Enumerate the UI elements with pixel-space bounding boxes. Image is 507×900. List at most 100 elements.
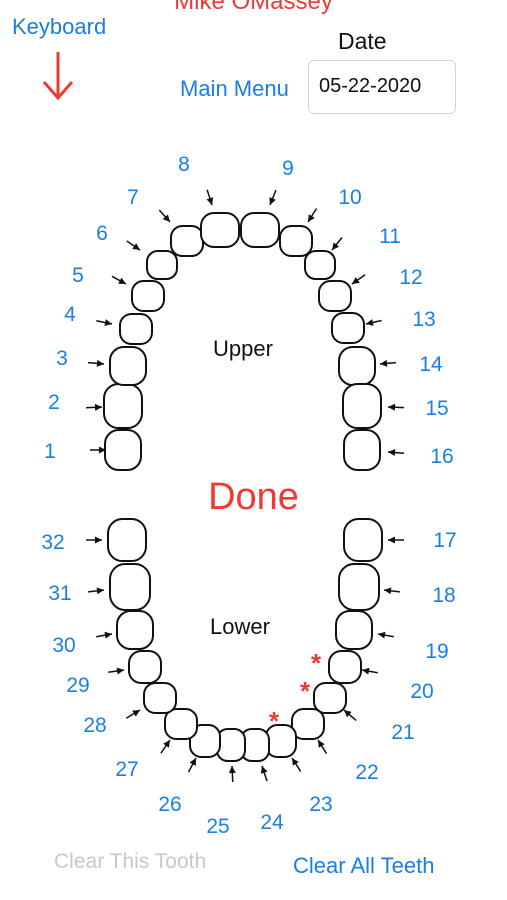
tooth-11[interactable]: 11: [304, 225, 401, 280]
tooth-number[interactable]: 1: [44, 440, 56, 463]
tooth-29-shape[interactable]: [128, 650, 162, 684]
tooth-19[interactable]: 19: [335, 610, 449, 663]
tooth-3[interactable]: 3: [56, 346, 147, 386]
tooth-14-shape[interactable]: [338, 346, 376, 386]
tooth-number[interactable]: 12: [399, 266, 422, 289]
tooth-number[interactable]: 22: [355, 761, 378, 784]
tooth-30-shape[interactable]: [116, 610, 154, 650]
tooth-2[interactable]: 2: [48, 383, 143, 429]
tooth-number[interactable]: 31: [48, 582, 71, 605]
tooth-27-shape[interactable]: [164, 708, 198, 740]
date-field[interactable]: 05-22-2020: [308, 60, 456, 114]
tooth-6-shape[interactable]: [146, 250, 178, 280]
tooth-number[interactable]: 2: [48, 391, 60, 414]
tooth-8-shape[interactable]: [200, 212, 240, 248]
tooth-1-shape[interactable]: [104, 429, 142, 471]
tooth-8[interactable]: 8: [178, 153, 240, 248]
tooth-number[interactable]: 15: [425, 397, 448, 420]
tooth-number[interactable]: 6: [96, 222, 108, 245]
tooth-number[interactable]: 5: [72, 264, 84, 287]
tooth-9[interactable]: 9: [240, 157, 294, 248]
tooth-number[interactable]: 32: [41, 531, 64, 554]
tooth-19-shape[interactable]: [335, 610, 373, 650]
tooth-number[interactable]: 19: [425, 640, 448, 663]
clear-tooth-button[interactable]: Clear This Tooth: [54, 850, 207, 873]
tooth-number[interactable]: 9: [282, 157, 294, 180]
tooth-7[interactable]: 7: [127, 186, 204, 257]
tooth-number[interactable]: 10: [338, 186, 361, 209]
tooth-3-shape[interactable]: [109, 346, 147, 386]
tooth-number[interactable]: 13: [412, 308, 435, 331]
tooth-number[interactable]: 23: [309, 793, 332, 816]
tooth-number[interactable]: 24: [260, 811, 284, 834]
tooth-9-shape[interactable]: [240, 212, 280, 248]
tooth-16-shape[interactable]: [343, 429, 381, 471]
tooth-22[interactable]: 22: [291, 708, 379, 784]
tooth-10-shape[interactable]: [279, 225, 313, 257]
tooth-31-shape[interactable]: [109, 563, 151, 611]
tooth-1[interactable]: 1: [44, 429, 142, 471]
tooth-15-shape[interactable]: [342, 383, 382, 429]
tooth-30[interactable]: 30: [52, 610, 154, 657]
tooth-28-shape[interactable]: [143, 682, 177, 714]
tooth-25[interactable]: 25: [206, 728, 246, 838]
tooth-number[interactable]: 11: [379, 225, 401, 248]
tooth-26[interactable]: 26: [158, 724, 221, 816]
tooth-17-shape[interactable]: [343, 518, 383, 562]
tooth-number[interactable]: 27: [115, 758, 138, 781]
tooth-25-shape[interactable]: [216, 728, 246, 762]
tooth-number[interactable]: 21: [391, 721, 414, 744]
tooth-15[interactable]: 15: [342, 383, 449, 429]
tooth-number[interactable]: 18: [432, 584, 455, 607]
arrowhead-icon: [388, 449, 396, 457]
tooth-number[interactable]: 17: [433, 529, 456, 552]
tooth-number[interactable]: 3: [56, 347, 68, 370]
tooth-17[interactable]: 17: [343, 518, 457, 562]
tooth-5[interactable]: 5: [72, 264, 165, 312]
tooth-11-shape[interactable]: [304, 250, 336, 280]
tooth-4[interactable]: 4: [64, 303, 153, 345]
tooth-13-shape[interactable]: [331, 312, 365, 344]
tooth-7-shape[interactable]: [170, 225, 204, 257]
tooth-number[interactable]: 14: [419, 353, 443, 376]
tooth-20-shape[interactable]: [328, 650, 362, 684]
clear-all-teeth-button[interactable]: Clear All Teeth: [293, 853, 435, 878]
tooth-12[interactable]: 12: [318, 266, 423, 312]
tooth-number[interactable]: 20: [410, 680, 433, 703]
tooth-28[interactable]: 28: [83, 682, 177, 737]
tooth-number[interactable]: 8: [178, 153, 190, 176]
tooth-21[interactable]: 21: [313, 682, 415, 744]
tooth-10[interactable]: 10: [279, 186, 362, 257]
tooth-31[interactable]: 31: [48, 563, 151, 611]
tooth-22-shape[interactable]: [291, 708, 325, 740]
tooth-13[interactable]: 13: [331, 308, 436, 344]
tooth-2-shape[interactable]: [103, 383, 143, 429]
tooth-26-shape[interactable]: [189, 724, 221, 758]
tooth-27[interactable]: 27: [115, 708, 198, 781]
tooth-number[interactable]: 4: [64, 303, 76, 326]
tooth-number[interactable]: 29: [66, 674, 89, 697]
tooth-18[interactable]: 18: [338, 563, 456, 611]
tooth-29[interactable]: 29: [66, 650, 162, 697]
tooth-24[interactable]: 24: [240, 728, 284, 834]
tooth-18-shape[interactable]: [338, 563, 380, 611]
tooth-21-shape[interactable]: [313, 682, 347, 714]
tooth-number[interactable]: 28: [83, 714, 106, 737]
tooth-32[interactable]: 32: [41, 518, 147, 562]
tooth-number[interactable]: 25: [206, 815, 229, 838]
tooth-32-shape[interactable]: [107, 518, 147, 562]
done-button[interactable]: Done: [208, 476, 299, 518]
tooth-number[interactable]: 30: [52, 634, 75, 657]
tooth-5-shape[interactable]: [131, 280, 165, 312]
tooth-6[interactable]: 6: [96, 222, 178, 280]
tooth-20[interactable]: 20: [328, 650, 434, 703]
main-menu-button[interactable]: Main Menu: [180, 76, 289, 101]
tooth-12-shape[interactable]: [318, 280, 352, 312]
tooth-number[interactable]: 7: [127, 186, 139, 209]
tooth-number[interactable]: 26: [158, 793, 181, 816]
tooth-4-shape[interactable]: [119, 313, 153, 345]
keyboard-button[interactable]: Keyboard: [12, 14, 107, 39]
tooth-14[interactable]: 14: [338, 346, 443, 386]
tooth-number[interactable]: 16: [430, 445, 453, 468]
tooth-16[interactable]: 16: [343, 429, 454, 471]
